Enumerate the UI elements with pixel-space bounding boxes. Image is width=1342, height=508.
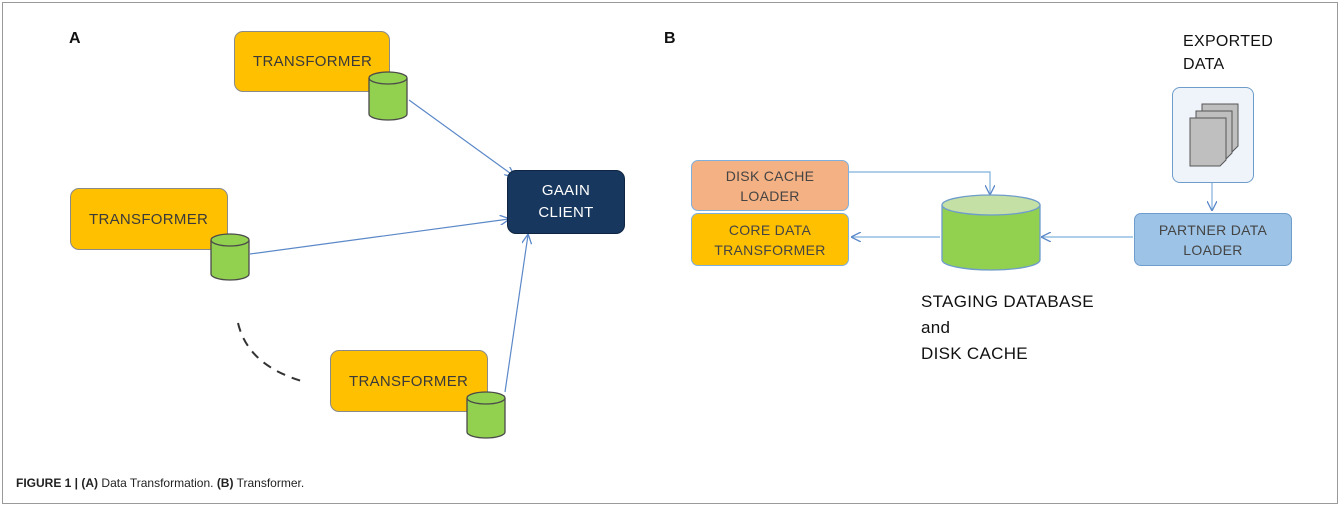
disk-cache-loader-line: DISK CACHE — [725, 167, 815, 184]
transformer-label: TRANSFORMER — [253, 53, 373, 70]
disk-cache-loader-line: LOADER — [740, 187, 800, 204]
staging-label-line: and — [921, 318, 951, 337]
core-data-transformer-line: TRANSFORMER — [714, 241, 826, 258]
core-data-transformer-line: CORE DATA — [728, 221, 812, 238]
partner-loader-line: PARTNER DATA — [1158, 221, 1268, 238]
staging-database-label: STAGING DATABASE and DISK CACHE — [921, 289, 1094, 367]
panel-letter-b: B — [664, 30, 676, 47]
exported-data-frame — [1172, 87, 1254, 183]
caption-a-label: (A) — [81, 476, 99, 490]
exported-data-label: EXPORTED DATA — [1183, 30, 1273, 76]
transformer-box: TRANSFORMER — [330, 350, 488, 412]
core-data-transformer-box: CORE DATA TRANSFORMER — [691, 213, 849, 266]
partner-loader-line: LOADER — [1183, 241, 1243, 258]
transformer-box: TRANSFORMER — [70, 188, 228, 250]
transformer-box: TRANSFORMER — [234, 31, 390, 92]
client-label-line: GAAIN — [541, 182, 591, 199]
caption-prefix: FIGURE 1 | — [16, 476, 79, 490]
partner-data-loader-box: PARTNER DATA LOADER — [1134, 213, 1292, 266]
exported-label-line: DATA — [1183, 56, 1225, 73]
panel-letter-a: A — [69, 30, 81, 47]
transformer-label: TRANSFORMER — [349, 372, 469, 390]
exported-label-line: EXPORTED — [1183, 33, 1274, 50]
caption-b-text: Transformer. — [236, 476, 305, 490]
transformer-label: TRANSFORMER — [89, 210, 209, 228]
staging-label-line: STAGING DATABASE — [921, 292, 1094, 311]
figure-caption: FIGURE 1 | (A) Data Transformation. (B) … — [16, 476, 304, 490]
caption-a-text: Data Transformation. — [101, 476, 214, 490]
client-label-line: CLIENT — [538, 204, 594, 221]
staging-label-line: DISK CACHE — [921, 344, 1028, 363]
caption-b-label: (B) — [216, 476, 234, 490]
disk-cache-loader-box: DISK CACHE LOADER — [691, 160, 849, 211]
gaain-client-box: GAAIN CLIENT — [507, 170, 625, 234]
